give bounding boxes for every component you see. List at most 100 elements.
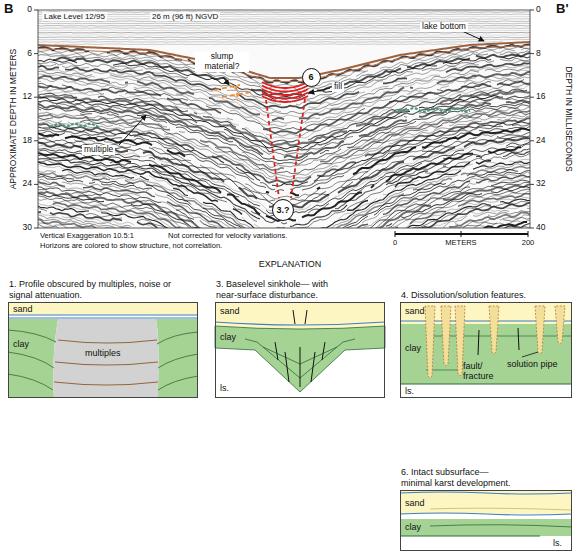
- horizon: [8, 352, 54, 368]
- scale-label: 0: [393, 239, 397, 248]
- profile-note: Horizons are colored to show structure, …: [40, 242, 222, 251]
- reflector: [38, 95, 530, 151]
- water-line: [38, 39, 530, 41]
- water-line: [38, 41, 502, 43]
- panel-heading: 6. Intact subsurface— minimal karst deve…: [401, 467, 521, 488]
- legend-panel: 6. Intact subsurface— minimal karst deve…: [400, 490, 572, 551]
- callout-label: lake bottom: [420, 22, 468, 32]
- reflector: [38, 222, 527, 228]
- reflector: [38, 153, 530, 228]
- tick-label: 30: [23, 223, 32, 233]
- solution-pipe: [555, 306, 565, 344]
- reflector: [38, 157, 530, 228]
- reflector: [38, 51, 530, 93]
- tick-mark: [34, 10, 38, 11]
- water-line: [38, 32, 530, 34]
- tick-mark: [530, 10, 534, 11]
- legend-panel: 3. Baselevel sinkhole— with near-surface…: [215, 302, 385, 398]
- scale-tick: [528, 231, 529, 237]
- panel-ground: [8, 302, 198, 398]
- panel-art: [8, 302, 198, 398]
- reflector: [38, 177, 530, 228]
- tick-mark: [530, 53, 534, 54]
- tick-mark: [34, 184, 38, 185]
- limestone-top: [400, 384, 572, 385]
- fracture-line: [293, 310, 295, 324]
- layer-label: clay: [13, 339, 29, 349]
- tick-mark: [530, 184, 534, 185]
- tick-label: 6: [27, 49, 32, 59]
- panel-heading: 4. Dissolution/solution features.: [401, 290, 571, 300]
- panel-ground: [400, 490, 572, 550]
- solution-pipe: [425, 306, 435, 378]
- clay-layer: [8, 319, 58, 398]
- leader-line: [522, 352, 538, 357]
- panel-heading: 3. Baselevel sinkhole— with near-surface…: [216, 279, 336, 300]
- axis-title: DEPTH IN MILLISECONDS: [563, 66, 573, 171]
- horizon: [400, 513, 572, 515]
- fracture-line: [322, 342, 325, 360]
- layer-label: sand: [405, 306, 425, 316]
- fracture-line: [300, 347, 301, 387]
- profile-note: Vertical Exaggeration 10.5:1: [40, 232, 134, 241]
- clay-layer: [400, 324, 572, 384]
- reflector: [38, 114, 527, 177]
- reflector: [38, 144, 530, 216]
- horizon: [400, 492, 572, 494]
- layer-label: clay: [405, 343, 421, 353]
- clay-layer: [156, 319, 198, 398]
- panel-art: [400, 302, 572, 398]
- solution-pipe: [535, 306, 545, 354]
- water-line: [54, 43, 462, 45]
- reflector: [38, 223, 530, 228]
- fill-horizon: [262, 89, 308, 95]
- horizon: [8, 315, 198, 316]
- layer-label: ls.: [553, 538, 562, 548]
- fracture-line: [285, 352, 289, 382]
- lake-level-note: 26 m (96 ft) NGVD: [150, 12, 220, 21]
- fracture-line: [305, 310, 307, 324]
- multiple-line: [55, 362, 158, 365]
- leader-arrow: [119, 115, 146, 145]
- panel-art: [400, 490, 572, 550]
- section-heading: EXPLANATION: [259, 259, 321, 269]
- horizon: [8, 374, 53, 390]
- layer-label: sand: [220, 306, 240, 316]
- horizon: [215, 322, 385, 325]
- water-line: [38, 18, 530, 20]
- horizon: [430, 525, 572, 527]
- tick-label: 32: [536, 180, 545, 190]
- fill-horizon: [262, 86, 308, 92]
- multiple-line: [58, 340, 157, 343]
- layer-label: sand: [405, 498, 425, 508]
- solution-pipe: [489, 306, 499, 354]
- fault-line: [518, 328, 519, 350]
- panel-art: [215, 302, 385, 398]
- tick-label: 0: [536, 5, 541, 15]
- green-horizon: [50, 124, 98, 127]
- fill-boundary: [291, 99, 305, 198]
- fracture-line: [311, 352, 315, 382]
- fracture-line: [275, 342, 278, 360]
- multiple-line: [54, 382, 158, 385]
- scale-label: METERS: [445, 239, 476, 248]
- section-end-letter: B: [4, 2, 13, 17]
- layer-label: solution pipe: [507, 359, 558, 369]
- horizon: [157, 332, 198, 344]
- fill-horizon: [262, 96, 308, 102]
- callout-number: 6: [308, 72, 313, 82]
- profile-ground: [38, 10, 530, 228]
- tick-label: 18: [23, 136, 32, 146]
- lake-level-note: Lake Level 12/95: [42, 12, 107, 21]
- callout-label: multiple: [82, 145, 115, 155]
- axis-title: APPROXIMATE DEPTH IN METERS: [9, 49, 19, 190]
- callout-circle: 6: [302, 68, 321, 87]
- layer-label: clay: [220, 332, 236, 342]
- tick-label: 40: [536, 223, 545, 233]
- leader-arrow: [462, 31, 484, 41]
- legend-panel: 1. Profile obscured by multiples, noise …: [8, 302, 198, 398]
- reflector: [38, 58, 530, 102]
- fill-horizon: [262, 82, 308, 88]
